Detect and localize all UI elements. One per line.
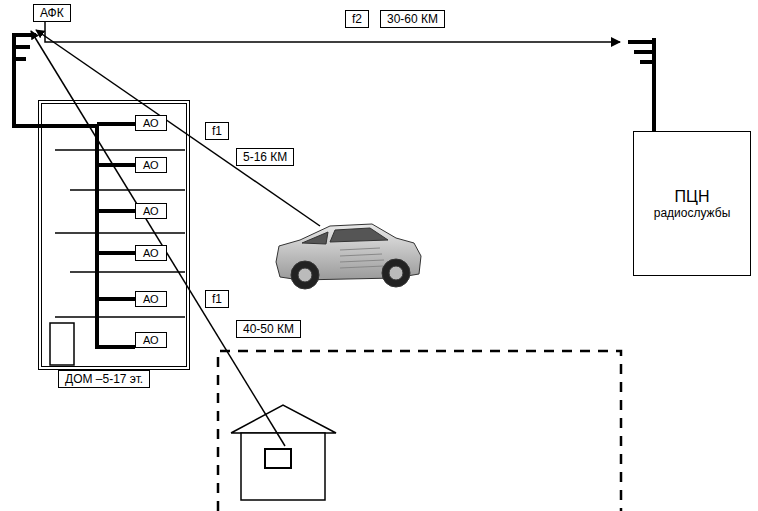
distance-label: 40-50 КМ [236,320,301,338]
distance-label: 30-60 КМ [380,10,445,28]
node-text: АО [143,205,159,217]
subscriber-box: АО [135,157,167,173]
frequency-label: f1 [205,122,229,140]
building-wiring [50,124,185,365]
node-text: АО [143,117,159,129]
monitoring-station: ПЦНрадиослужбы [633,131,751,276]
frequency-label: f1 [205,290,229,308]
node-text: ДОМ –5-17 эт. [58,370,150,388]
node-text: АО [143,334,159,346]
node-text: АО [143,159,159,171]
node-text: ПЦН [675,188,710,206]
antenna-label: АФК [33,4,71,22]
node-text: АО [143,247,159,259]
subscriber-box: АО [135,245,167,261]
radio-link [31,30,320,446]
frequency-label: f2 [345,10,369,28]
subscriber-box: АО [135,332,167,348]
radio-link-arrow [45,22,620,42]
distance-label: 5-16 КМ [236,148,294,166]
node-text: АФК [40,6,64,20]
subscriber-box: АО [135,291,167,307]
house [231,405,336,500]
node-text: АО [143,293,159,305]
building: ДОМ –5-17 эт.АОАОАОАОАОАО [38,100,190,370]
subscriber-box: АО [135,203,167,219]
node-text: радиослужбы [654,206,731,220]
subscriber-box: АО [135,115,167,131]
antenna [628,38,654,131]
coverage-area [218,351,621,511]
car [276,224,421,289]
